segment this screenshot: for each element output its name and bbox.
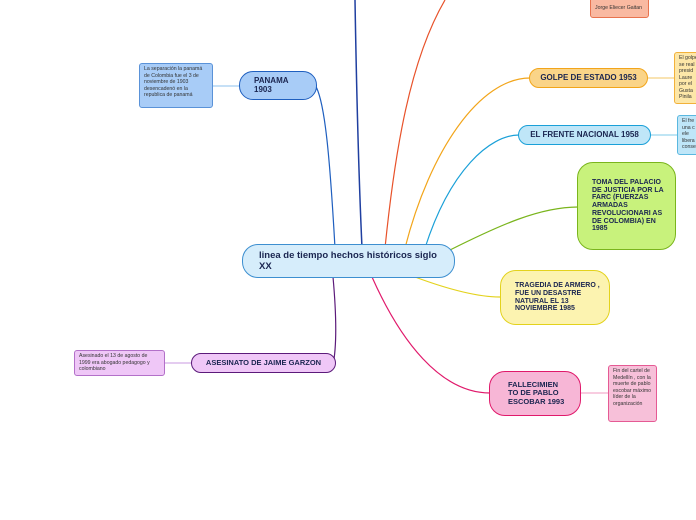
escobar-note[interactable]: Fin del cartel de Medellín , con la muer… — [608, 365, 657, 422]
frente-note-text: El fre una c y ele libera conse — [682, 118, 696, 150]
branch-toma — [449, 206, 579, 251]
escobar-note-text: Fin del cartel de Medellín , con la muer… — [613, 368, 652, 407]
gaitan-note-text: Jorge Eliecer Gaitan — [595, 5, 642, 11]
topic-garzon-label: ASESINATO DE JAIME GARZON — [205, 357, 322, 367]
central-topic[interactable]: linea de tiempo hechos históricos siglo … — [242, 244, 455, 278]
topic-garzon[interactable]: ASESINATO DE JAIME GARZON — [191, 353, 336, 373]
topic-armero[interactable]: TRAGEDIA DE ARMERO , FUE UN DESASTRE NAT… — [500, 270, 610, 325]
topic-panama[interactable]: PANAMA 1903 — [239, 71, 317, 100]
topic-escobar[interactable]: FALLECIMIEN TO DE PABLO ESCOBAR 1993 — [489, 371, 581, 416]
branch-escobar — [371, 276, 491, 394]
frente-note[interactable]: El fre una c y ele libera conse — [677, 115, 696, 155]
topic-panama-label: PANAMA 1903 — [254, 75, 289, 94]
topic-golpe[interactable]: GOLPE DE ESTADO 1953 — [529, 68, 648, 88]
branch-garzon — [332, 276, 337, 366]
garzon-note[interactable]: Asesinado el 13 de agosto de 1999 era ab… — [74, 350, 165, 376]
topic-toma[interactable]: TOMA DEL PALACIO DE JUSTICIA POR LA FARC… — [577, 162, 676, 250]
branch-armero — [414, 276, 501, 298]
golpe-note[interactable]: El golpe se real presid Laure por el Gus… — [674, 52, 696, 104]
topic-golpe-label: GOLPE DE ESTADO 1953 — [540, 72, 637, 82]
branch-golpe — [404, 77, 531, 249]
branch-panama — [314, 84, 336, 249]
branch-top-blue — [354, 0, 363, 249]
gaitan-note[interactable]: Jorge Eliecer Gaitan — [590, 0, 649, 18]
branch-top-orange — [384, 0, 446, 249]
topic-escobar-label: FALLECIMIEN TO DE PABLO ESCOBAR 1993 — [508, 380, 565, 406]
topic-armero-label: TRAGEDIA DE ARMERO , FUE UN DESASTRE NAT… — [515, 282, 600, 313]
central-topic-title: linea de tiempo hechos históricos siglo … — [259, 249, 437, 272]
golpe-note-text: El golpe se real presid Laure por el Gus… — [679, 55, 696, 100]
branch-frente — [424, 134, 520, 249]
garzon-note-text: Asesinado el 13 de agosto de 1999 era ab… — [79, 353, 150, 372]
topic-frente[interactable]: EL FRENTE NACIONAL 1958 — [518, 125, 651, 145]
topic-toma-label: TOMA DEL PALACIO DE JUSTICIA POR LA FARC… — [592, 179, 664, 233]
panama-note-text: La separación la panamá de Colombia fue … — [144, 66, 203, 98]
topic-frente-label: EL FRENTE NACIONAL 1958 — [530, 129, 639, 139]
panama-note[interactable]: La separación la panamá de Colombia fue … — [139, 63, 213, 108]
